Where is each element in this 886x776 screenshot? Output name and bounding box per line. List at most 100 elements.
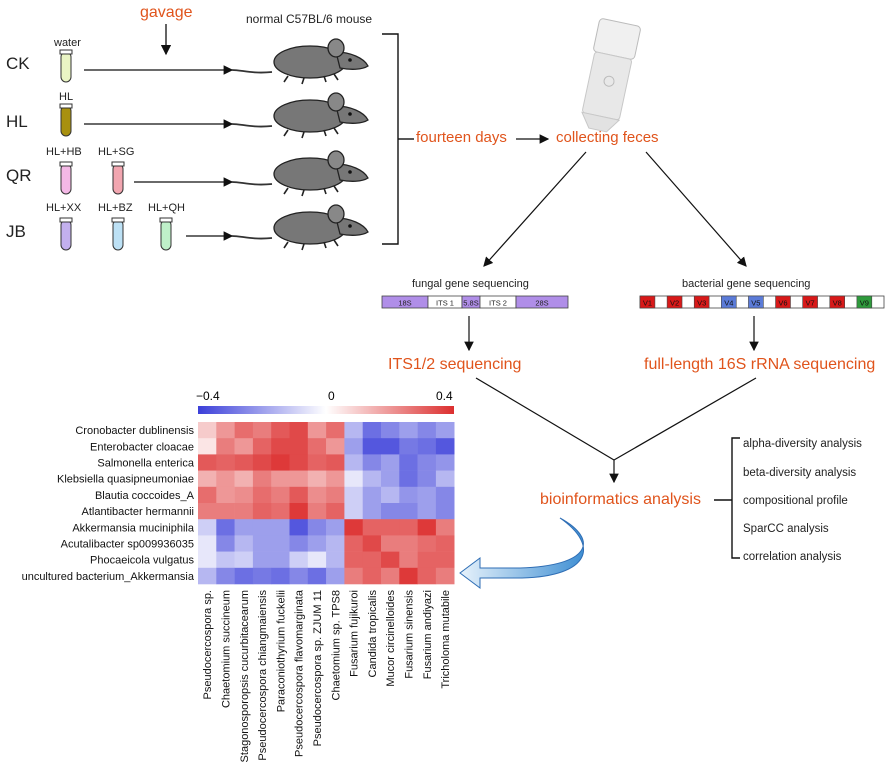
heatmap-column-label: Pseudocercospora sp. ZJUM 11 [312, 590, 324, 746]
heatmap-cell [198, 535, 217, 552]
tube-label-hl-hb: HL+HB [46, 146, 82, 158]
bacterial-region-label: V8 [833, 299, 842, 308]
experiment-graphic [59, 18, 747, 267]
heatmap-cell [344, 551, 363, 569]
heatmap-cell [344, 422, 363, 439]
heatmap-cell [234, 486, 254, 504]
heatmap-cell [435, 551, 455, 569]
heatmap-cell [362, 486, 382, 504]
heatmap-cell [326, 567, 345, 585]
heatmap-cell [362, 519, 382, 536]
heatmap-cell [307, 470, 327, 488]
heatmap-cell [399, 519, 418, 536]
heatmap-cell [417, 519, 437, 536]
heatmap-cell [198, 567, 217, 585]
heatmap-cell [435, 503, 455, 520]
heatmap-cell [216, 438, 235, 455]
heatmap-cell [417, 551, 437, 569]
heatmap-cell [344, 470, 363, 488]
fungal-title: fungal gene sequencing [412, 278, 529, 290]
heatmap-column-label: Fusarium sinensis [403, 590, 415, 679]
bacterial-region [802, 295, 818, 309]
heatmap-cell [289, 486, 309, 504]
test-tube-icon [59, 103, 73, 137]
heatmap-cell [435, 454, 455, 471]
bacterial-region-label: V9 [860, 299, 869, 308]
heatmap-cell [271, 519, 290, 536]
heatmap-row-label: Akkermansia muciniphila [72, 522, 195, 534]
heatmap-cell [307, 503, 327, 520]
bacterial-region [666, 295, 683, 309]
heatmap-cell [381, 470, 400, 488]
bacterial-region [748, 295, 764, 309]
heatmap-column-label: Chaetomium succineum [220, 590, 232, 708]
mouse-icon [231, 92, 369, 139]
heatmap-cell [216, 535, 235, 552]
heatmap-cell [399, 470, 418, 488]
heatmap-cell [234, 454, 254, 471]
heatmap-cell [252, 486, 272, 504]
heatmap-cell [198, 454, 217, 471]
heatmap-cell [417, 422, 437, 439]
group-ck: CK [6, 54, 30, 73]
bacterial-title: bacterial gene sequencing [682, 278, 811, 290]
heatmap-column-label: Pseudocercospora sp. [202, 590, 214, 699]
heatmap-cell [362, 535, 382, 552]
arrow-to-fungal [483, 151, 587, 267]
heatmap-cell [417, 567, 437, 585]
fungal-segment-label: 18S [398, 299, 411, 308]
heatmap-cell [381, 438, 400, 455]
bioinformatics-label: bioinformatics analysis [540, 491, 701, 508]
heatmap-row-label: Atlantibacter hermannii [81, 506, 194, 518]
heatmap-cell [417, 470, 437, 488]
heatmap-cell [271, 454, 290, 471]
heatmap-cell [326, 535, 345, 552]
heatmap-cell [271, 486, 290, 504]
heatmap-column-label: Paraconiothyrium fuckelii [275, 590, 287, 712]
heatmap-cell [198, 422, 217, 439]
test-tube-icon [159, 217, 173, 251]
heatmap-cell [198, 551, 217, 569]
heatmap-cell [362, 503, 382, 520]
heatmap-cell [399, 422, 418, 439]
heatmap-cell [417, 454, 437, 471]
mouse-icon [231, 38, 369, 85]
heatmap-cell [216, 519, 235, 536]
heatmap-cell [399, 438, 418, 455]
heatmap-cell [435, 486, 455, 504]
heatmap-cell [289, 470, 309, 488]
heatmap-cell [307, 551, 327, 569]
heatmap-cell [326, 519, 345, 536]
heatmap-cell [234, 519, 254, 536]
heatmap-cell [216, 551, 235, 569]
heatmap-column-label: Stagonosporopsis cucurbitacearum [239, 590, 251, 762]
bacterial-region-label: V5 [751, 299, 760, 308]
heatmap-cell [289, 454, 309, 471]
analysis-item: alpha-diversity analysis [743, 438, 862, 450]
legend-max-label: 0.4 [436, 389, 453, 403]
heatmap-cell [399, 535, 418, 552]
heatmap-cell [289, 438, 309, 455]
heatmap-cell [344, 486, 363, 504]
test-tube-icon [59, 217, 73, 251]
bacterial-region [856, 295, 873, 309]
heatmap-cell [344, 535, 363, 552]
heatmap-cell [381, 422, 400, 439]
heatmap-cell [271, 422, 290, 439]
legend-min-label: −0.4 [196, 389, 220, 403]
heatmap-cell [234, 422, 254, 439]
heatmap-cell [216, 470, 235, 488]
heatmap-cell [234, 503, 254, 520]
heatmap-cell [326, 470, 345, 488]
heatmap-cell [307, 519, 327, 536]
heatmap-cell [234, 470, 254, 488]
heatmap-cell [252, 551, 272, 569]
tube-label-hl: HL [59, 91, 74, 103]
tubes-group [59, 49, 173, 251]
color-legend-bar [198, 406, 454, 414]
heatmap-column-label: Chaetomium sp. TPS8 [330, 590, 342, 700]
heatmap-cell [307, 454, 327, 471]
convergence-graphic [459, 377, 757, 589]
